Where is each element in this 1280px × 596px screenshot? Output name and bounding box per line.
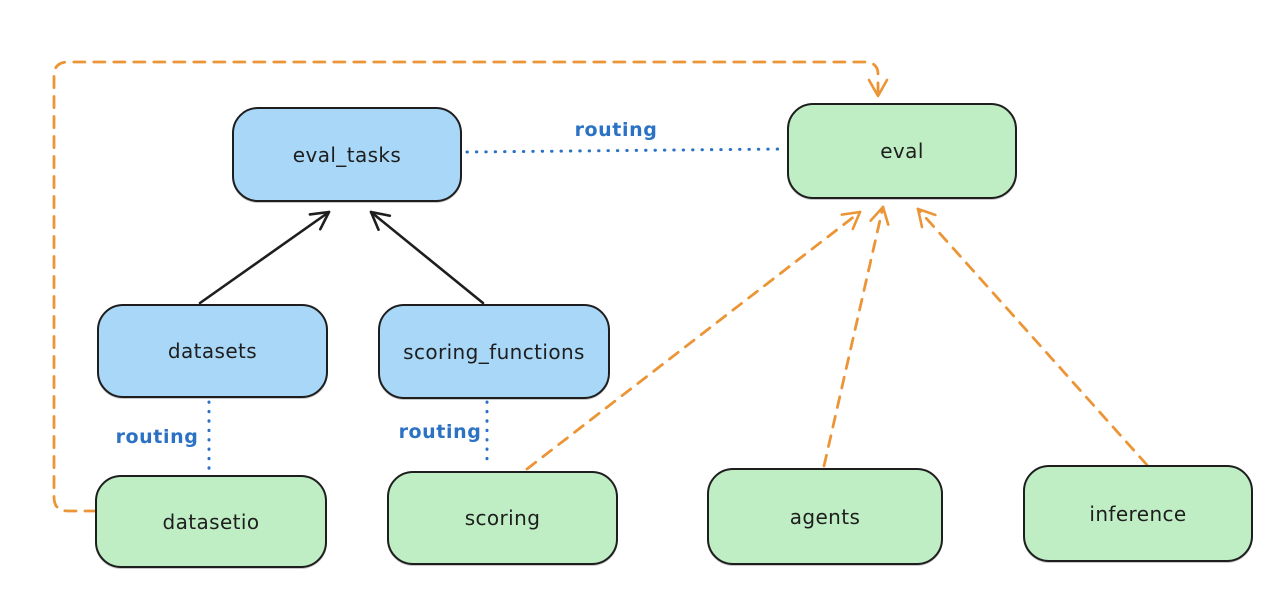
- node-datasets-label: datasets: [167, 339, 258, 363]
- node-datasetio-label: datasetio: [162, 509, 260, 534]
- edge-agents-to-eval: [822, 205, 890, 468]
- edge-eval_tasks-to-eval-routing: [465, 147, 786, 154]
- node-datasetio: datasetio: [95, 475, 327, 568]
- node-agents: agents: [707, 468, 943, 565]
- node-agents-label: agents: [789, 504, 861, 529]
- edge-scoring_functions-to-eval_tasks: [369, 210, 485, 305]
- node-scoring-label: scoring: [464, 506, 541, 530]
- node-eval-label: eval: [880, 139, 924, 163]
- node-datasets: datasets: [97, 304, 328, 398]
- node-scoring_functions-label: scoring_functions: [403, 339, 585, 364]
- node-eval: eval: [787, 103, 1017, 199]
- routing-label-eval_tasks-eval: routing: [574, 119, 658, 141]
- node-scoring_functions: scoring_functions: [378, 304, 610, 399]
- routing-label-datasets-datasetio: routing: [115, 426, 199, 448]
- node-inference: inference: [1023, 465, 1253, 562]
- edge-inference-to-eval: [916, 207, 1149, 467]
- node-eval_tasks-label: eval_tasks: [292, 142, 402, 167]
- node-eval_tasks: eval_tasks: [232, 107, 462, 202]
- node-scoring: scoring: [387, 471, 618, 565]
- routing-label-scoring_functions-scoring: routing: [398, 421, 482, 443]
- node-inference-label: inference: [1089, 501, 1187, 526]
- edge-datasets-to-eval_tasks: [198, 210, 331, 305]
